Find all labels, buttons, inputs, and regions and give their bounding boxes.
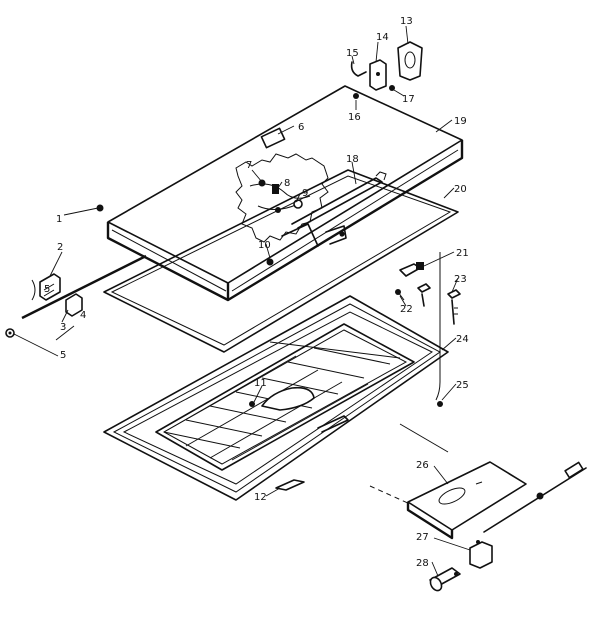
part-label-26: 26: [416, 460, 429, 471]
part-label-2: 2: [57, 242, 63, 253]
part-label-13: 13: [400, 16, 413, 27]
hinge-hardware: [5, 204, 147, 338]
part-label-20: 20: [454, 184, 467, 195]
part-label-5b: 5: [44, 284, 50, 295]
part-label-14: 14: [376, 32, 389, 43]
part-label-24: 24: [456, 334, 469, 345]
part-label-28: 28: [416, 558, 429, 569]
side-parts: [395, 252, 461, 407]
part-label-25: 25: [456, 380, 469, 391]
part-label-9: 9: [302, 188, 308, 199]
part-label-3: 3: [60, 322, 66, 333]
part-label-21: 21: [456, 248, 469, 259]
part-label-18: 18: [346, 154, 359, 165]
part-label-7: 7: [246, 160, 252, 171]
part-label-17: 17: [402, 94, 415, 105]
part-number-labels: 1 2 3 4 5 5 6 7 8 9 10 11 12 13 14 15 16…: [44, 16, 469, 569]
lid-assembly: [106, 85, 464, 302]
part-label-19: 19: [454, 116, 467, 127]
leader-lines: [13, 25, 471, 577]
part-label-1: 1: [56, 214, 62, 225]
part-label-15: 15: [346, 48, 359, 59]
part-label-11: 11: [254, 378, 267, 389]
part-label-5: 5: [60, 350, 66, 361]
part-label-16: 16: [348, 112, 361, 123]
part-label-10: 10: [258, 240, 271, 251]
part-label-12: 12: [254, 492, 267, 503]
lid-gasket-frame: [103, 169, 459, 353]
part-label-4: 4: [80, 310, 86, 321]
lock-hardware: [350, 41, 423, 99]
part-label-22: 22: [400, 304, 413, 315]
part-label-23: 23: [454, 274, 467, 285]
door-panel: [103, 295, 449, 501]
bracket-assembly: [369, 423, 587, 592]
part-label-27: 27: [416, 532, 429, 543]
part-label-6: 6: [298, 122, 304, 133]
part-label-8: 8: [284, 178, 290, 189]
